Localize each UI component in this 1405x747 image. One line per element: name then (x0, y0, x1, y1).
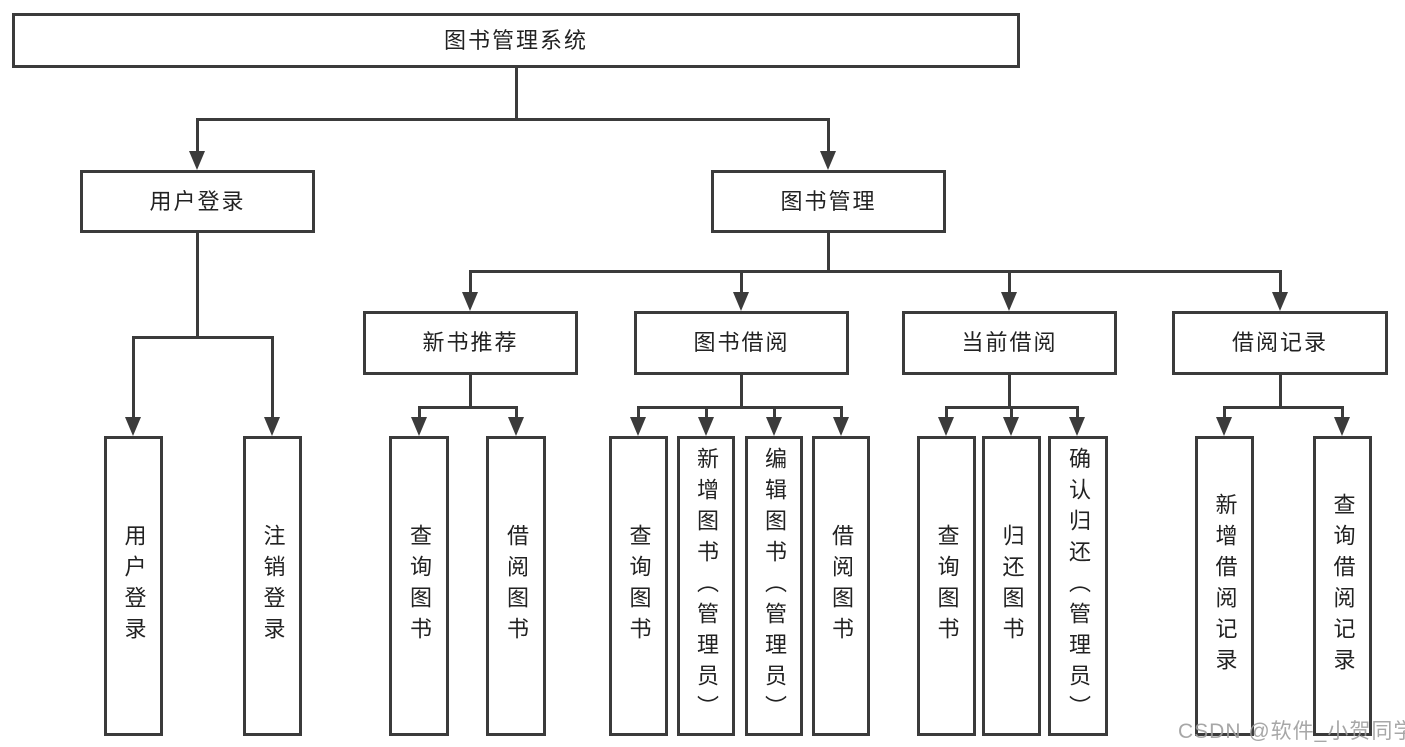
node-label: 图书管理系统 (443, 27, 588, 53)
connector-drop-new-book-recommendation (469, 270, 472, 294)
node-label: 注销登录 (260, 524, 286, 648)
arrow-down-icon (698, 417, 714, 436)
connector-book-management-crossbar (469, 270, 1282, 273)
arrow-down-icon (1001, 292, 1017, 311)
node-book-management: 图书管理 (711, 170, 946, 233)
leaf-edit-book-admin: 编辑图书（管理员） (745, 436, 803, 736)
leaf-borrow-books-borrowing: 借阅图书 (812, 436, 870, 736)
leaf-add-book-admin: 新增图书（管理员） (677, 436, 735, 736)
node-label: 用户登录 (149, 188, 246, 214)
leaf-logout: 注销登录 (243, 436, 302, 736)
connector-drop-current-borrowing (1008, 270, 1011, 294)
arrow-down-icon (938, 417, 954, 436)
connector-drop-leaf (1223, 406, 1226, 419)
arrow-down-icon (508, 417, 524, 436)
leaf-query-books-borrowing: 查询图书 (609, 436, 668, 736)
node-label: 新增图书（管理员） (694, 446, 719, 726)
arrow-down-icon (462, 292, 478, 311)
connector-root-crossbar (196, 118, 830, 121)
arrow-down-icon (264, 417, 280, 436)
connector-user-login-crossbar (132, 336, 274, 339)
connector-drop-book-management (827, 118, 830, 153)
node-new-book-recommendation: 新书推荐 (363, 311, 578, 375)
node-user-login: 用户登录 (80, 170, 315, 233)
arrow-down-icon (411, 417, 427, 436)
arrow-down-icon (1069, 417, 1085, 436)
arrow-down-icon (766, 417, 782, 436)
node-label: 查询借阅记录 (1330, 493, 1356, 679)
node-label: 查询图书 (626, 524, 652, 648)
arrow-down-icon (1272, 292, 1288, 311)
arrow-down-icon (189, 151, 205, 170)
node-label: 当前借阅 (961, 330, 1058, 355)
node-library-management-system: 图书管理系统 (12, 13, 1020, 68)
leaf-add-borrow-record: 新增借阅记录 (1195, 436, 1254, 736)
connector-records-stem (1279, 375, 1282, 409)
node-label: 确认归还（管理员） (1066, 446, 1091, 726)
connector-borrowing-stem (740, 375, 743, 409)
connector-records-crossbar (1223, 406, 1344, 409)
connector-drop-leaf (1076, 406, 1079, 419)
connector-drop-leaf (840, 406, 843, 419)
connector-current-stem (1008, 375, 1011, 409)
connector-recommend-stem (469, 375, 472, 409)
connector-book-management-stem (827, 233, 830, 273)
connector-drop-leaf (1010, 406, 1013, 419)
node-label: 编辑图书（管理员） (762, 446, 787, 726)
connector-root-stem (515, 68, 518, 121)
connector-drop-leaf (418, 406, 421, 419)
arrow-down-icon (733, 292, 749, 311)
leaf-user-login: 用户登录 (104, 436, 163, 736)
connector-drop-leaf (705, 406, 708, 419)
connector-drop-leaf (637, 406, 640, 419)
leaf-return-books: 归还图书 (982, 436, 1041, 736)
node-book-borrowing: 图书借阅 (634, 311, 849, 375)
arrow-down-icon (1334, 417, 1350, 436)
connector-recommend-crossbar (418, 406, 518, 409)
node-label: 图书管理 (780, 188, 877, 214)
arrow-down-icon (630, 417, 646, 436)
node-label: 归还图书 (999, 524, 1025, 648)
leaf-query-books-current: 查询图书 (917, 436, 976, 736)
connector-drop-leaf (1341, 406, 1344, 419)
connector-drop-user-login (196, 118, 199, 153)
node-borrowing-records: 借阅记录 (1172, 311, 1388, 375)
leaf-query-books-recommend: 查询图书 (389, 436, 449, 736)
node-current-borrowing: 当前借阅 (902, 311, 1117, 375)
arrow-down-icon (125, 417, 141, 436)
connector-drop-leaf (773, 406, 776, 419)
arrow-down-icon (833, 417, 849, 436)
arrow-down-icon (1216, 417, 1232, 436)
node-label: 查询图书 (407, 524, 432, 648)
node-label: 借阅记录 (1231, 330, 1328, 355)
node-label: 借阅图书 (504, 524, 529, 648)
arrow-down-icon (1003, 417, 1019, 436)
leaf-borrow-books-recommend: 借阅图书 (486, 436, 546, 736)
connector-user-login-stem (196, 233, 199, 339)
node-label: 图书借阅 (693, 330, 790, 355)
node-label: 新增借阅记录 (1212, 493, 1238, 679)
connector-drop-borrowing-records (1279, 270, 1282, 294)
arrow-down-icon (820, 151, 836, 170)
node-label: 新书推荐 (422, 330, 519, 355)
csdn-watermark: CSDN @软件_小贺同学 (1178, 720, 1405, 743)
connector-borrowing-crossbar (637, 406, 843, 409)
connector-drop-book-borrowing (740, 270, 743, 294)
connector-drop-leaf-user-login (132, 336, 135, 418)
node-label: 用户登录 (121, 524, 147, 648)
leaf-query-borrow-record: 查询借阅记录 (1313, 436, 1372, 736)
connector-drop-leaf (515, 406, 518, 419)
leaf-confirm-return-admin: 确认归还（管理员） (1048, 436, 1108, 736)
connector-drop-leaf-logout (271, 336, 274, 418)
node-label: 查询图书 (934, 524, 960, 648)
connector-drop-leaf (945, 406, 948, 419)
node-label: 借阅图书 (829, 524, 854, 648)
